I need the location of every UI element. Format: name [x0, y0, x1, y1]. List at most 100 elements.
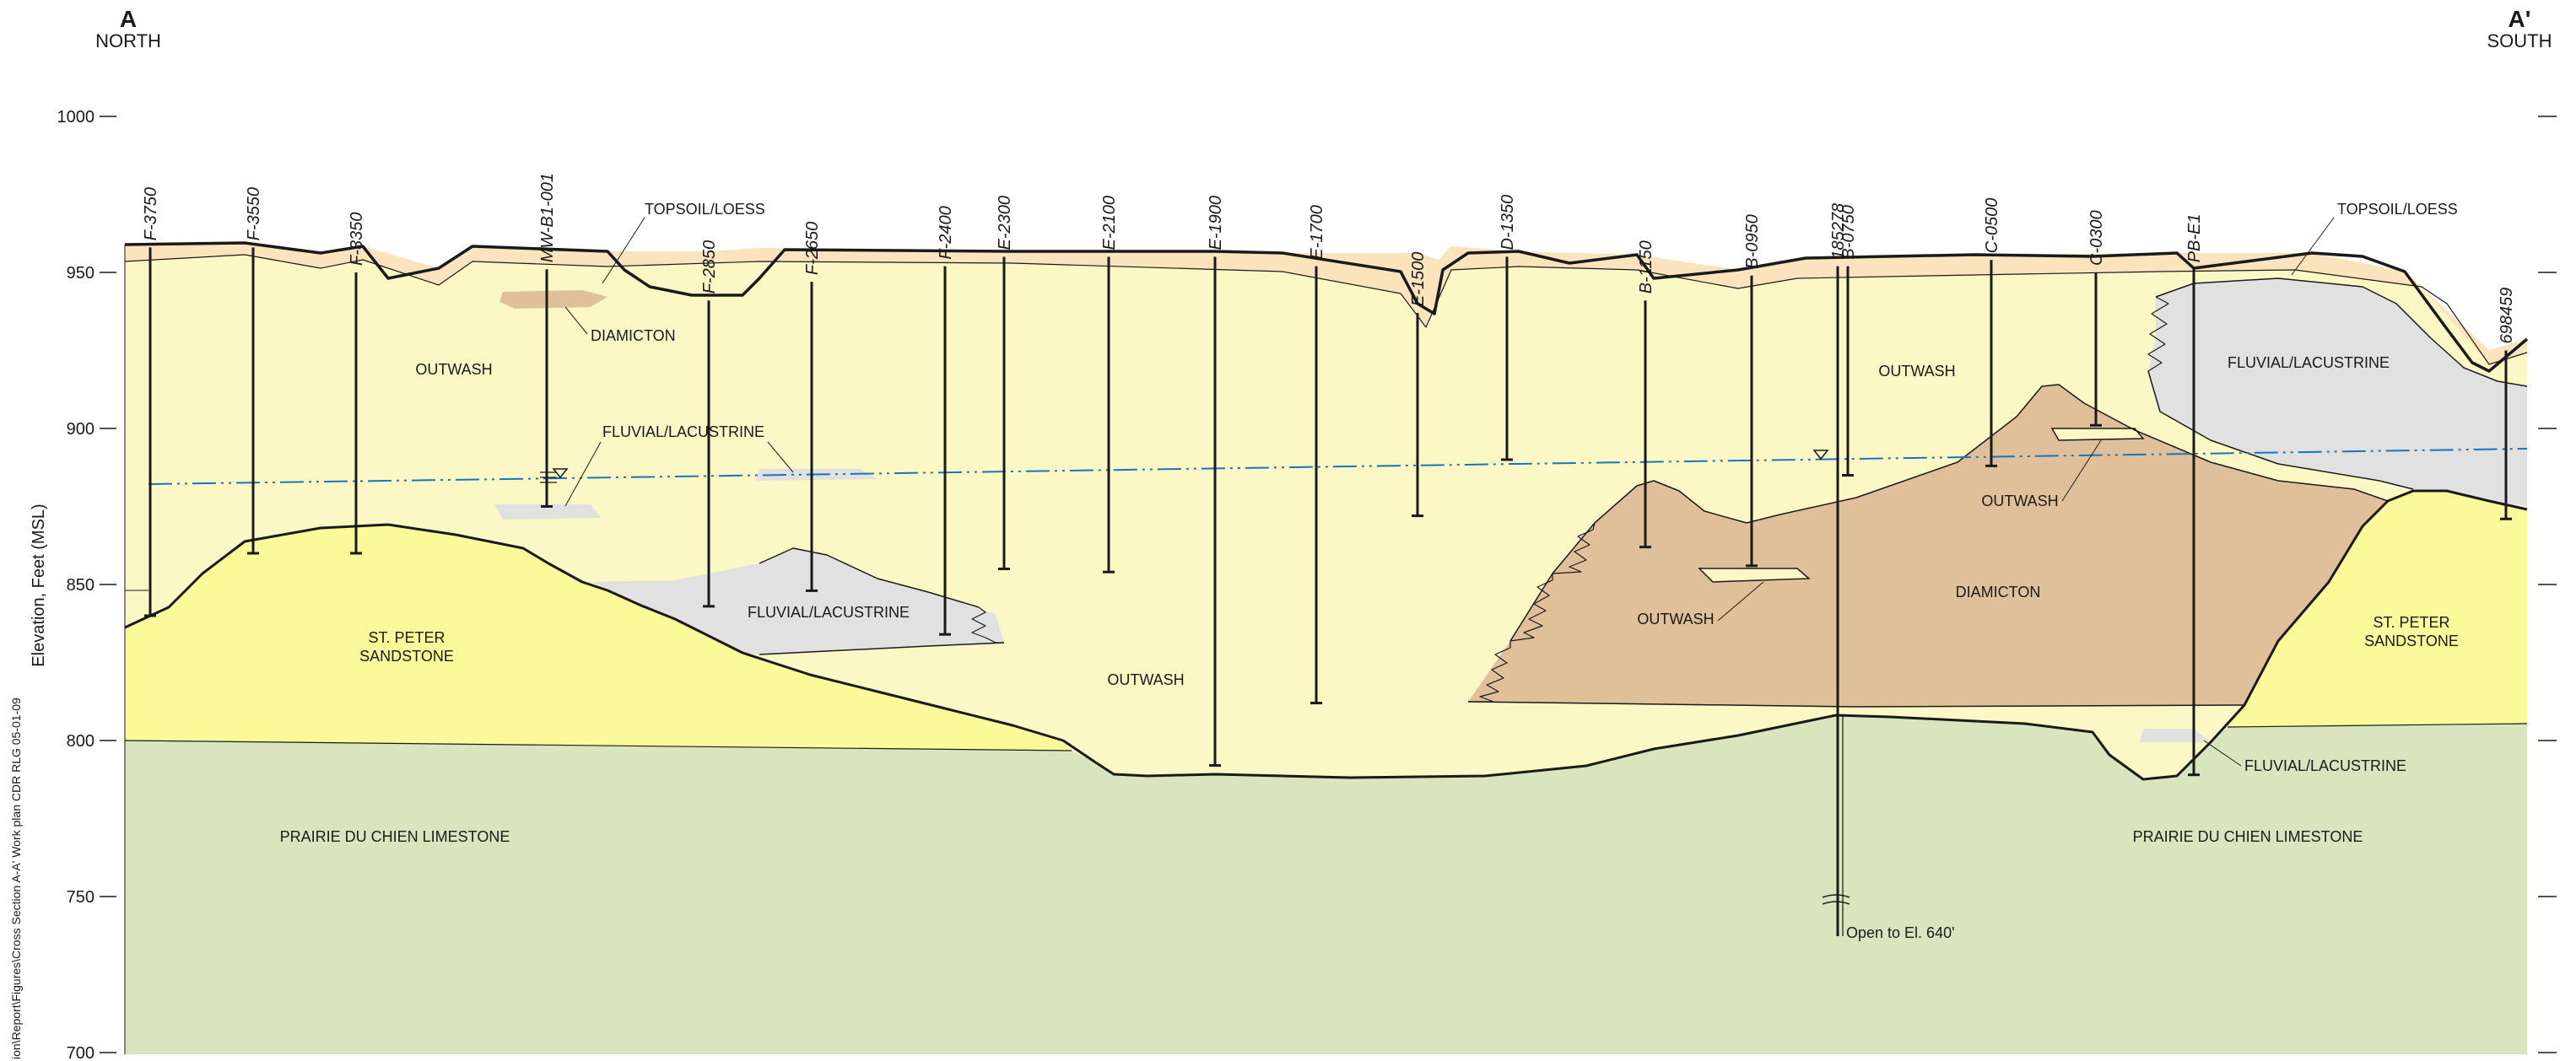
leader-topsoil-right — [2291, 217, 2335, 276]
unit-diamicton-small — [500, 290, 608, 309]
ticks-layer: 1000 950 900 850 800 750 700 — [57, 108, 2557, 1061]
elev-tick-label: 850 — [67, 576, 95, 595]
fluvial-serrated-edge — [971, 606, 1004, 644]
sandstone-left-top — [124, 489, 2528, 781]
label-fluvial-2: FLUVIAL/LACUSTRINE — [748, 604, 910, 621]
end-direction-left: NORTH — [95, 30, 161, 51]
well-label: B-0750 — [1839, 205, 1858, 260]
well-f-3750: F-3750 — [142, 187, 160, 617]
limestone-top — [124, 740, 1072, 751]
water-level-symbol-a — [552, 468, 569, 479]
unit-sandstone-right — [2228, 491, 2527, 727]
well-e-2300: E-2300 — [996, 196, 1014, 570]
end-direction-right: SOUTH — [2487, 30, 2552, 51]
label-st-peter-left: ST. PETER SANDSTONE — [359, 629, 454, 665]
elev-tick-label: 700 — [67, 1044, 95, 1061]
well-label: B-1150 — [1637, 240, 1655, 294]
unit-limestone — [125, 715, 2527, 1054]
y-axis-label: Elevation, Feet (MSL) — [30, 504, 48, 666]
label-line: SANDSTONE — [359, 648, 454, 665]
leader-fluvial-4 — [2203, 740, 2242, 767]
well-b-1150: B-1150 — [1637, 240, 1655, 549]
diamicton-serrated-edge-upper — [1509, 574, 1553, 642]
well-label: F-3350 — [348, 213, 366, 266]
well-mw-b1-001: MW-B1-001 — [538, 173, 557, 508]
well-label: F-2850 — [700, 240, 719, 294]
elev-tick-label: 1000 — [57, 108, 95, 127]
leader-topsoil-left — [602, 217, 645, 284]
water-level-dashes — [540, 471, 557, 483]
leader-fluvial-1b — [767, 441, 794, 473]
well-e-1500: E-1500 — [1409, 252, 1428, 518]
well-label: B-0950 — [1743, 214, 1762, 269]
well-label: E-1700 — [1308, 205, 1326, 260]
fluvial-upper-right-contact — [2155, 277, 2528, 387]
well-label: E-2100 — [1100, 196, 1119, 250]
well-label: 185278 — [1829, 203, 1848, 260]
leader-outwash-lens-right — [2061, 439, 2102, 502]
unit-outwash-lens-a — [1698, 568, 1811, 583]
leader-diamicton-small — [564, 306, 588, 335]
label-line: ST. PETER — [2373, 614, 2449, 631]
well-c-0500: C-0500 — [1983, 198, 2001, 467]
well-c-0300: C-0300 — [2087, 210, 2106, 427]
diamicton-base-contact — [1467, 701, 2245, 708]
break-symbol — [1822, 894, 1850, 905]
diamicton-serrated-edge-top — [1552, 522, 1596, 574]
label-outwash-center: OUTWASH — [1107, 671, 1184, 688]
label-outwash-left: OUTWASH — [415, 361, 492, 378]
well-label: E-2300 — [996, 196, 1014, 250]
well-label: E-1900 — [1207, 196, 1225, 250]
label-fluvial-4: FLUVIAL/LACUSTRINE — [2244, 757, 2406, 774]
label-topsoil-left: TOPSOIL/LOESS — [645, 201, 765, 218]
well-f-2400: F-2400 — [937, 206, 955, 636]
well-f-2850: F-2850 — [700, 240, 719, 608]
water-table — [148, 448, 2528, 485]
well-f-3550: F-3550 — [245, 187, 263, 555]
well-label: D-1350 — [1499, 195, 1517, 250]
elev-tick-label: 800 — [67, 732, 95, 751]
water-level-symbol-b — [1812, 450, 1829, 460]
label-diamicton-large: DIAMICTON — [1956, 584, 2041, 601]
well-label: F-2650 — [803, 222, 822, 275]
unit-diamicton-large — [1468, 385, 2388, 707]
label-open-note: Open to El. 640' — [1846, 924, 1955, 941]
label-line: SANDSTONE — [2364, 633, 2459, 649]
unit-fluvial-lens-a — [494, 504, 601, 520]
well-698459: 698459 — [2498, 288, 2516, 520]
well-b-0750: B-0750 — [1839, 205, 1858, 477]
well-label: E-1500 — [1409, 252, 1428, 307]
label-prairie-right: PRAIRIE DU CHIEN LIMESTONE — [2133, 828, 2363, 845]
well-185278: 185278 — [1829, 203, 1848, 936]
unit-topsoil — [125, 243, 2527, 364]
label-prairie-left: PRAIRIE DU CHIEN LIMESTONE — [280, 828, 510, 845]
fluvial-mid-base — [759, 642, 1005, 655]
elev-tick-label: 950 — [67, 264, 95, 283]
well-label: C-0500 — [1983, 198, 2001, 254]
well-label: F-2400 — [937, 206, 955, 259]
topsoil-base — [124, 254, 2528, 365]
fluvial-mid-contact — [759, 547, 980, 608]
label-st-peter-right: ST. PETER SANDSTONE — [2364, 614, 2459, 649]
elev-tick-label: 900 — [67, 420, 95, 439]
well-e-1700: E-1700 — [1308, 205, 1326, 705]
leader-outwash-lens-left — [1717, 581, 1764, 622]
diamicton-top-contact — [1509, 384, 2389, 642]
label-outwash-right-top: OUTWASH — [1878, 363, 1955, 380]
end-letter-left: A — [120, 6, 137, 32]
well-pb-e1: PB-E1 — [2185, 213, 2204, 777]
file-path-label: ion\Report\Figures\Cross Section A-A' Wo… — [9, 697, 23, 1059]
well-label: F-3550 — [245, 187, 263, 240]
fluvial-upper-right-base — [2147, 370, 2414, 490]
well-f-2650: F-2650 — [803, 222, 822, 592]
unit-sandstone-left — [125, 525, 1072, 751]
label-fluvial-3: FLUVIAL/LACUSTRINE — [2228, 354, 2390, 371]
end-letter-right: A' — [2508, 6, 2531, 32]
diamicton-serrated-edge — [1468, 641, 1511, 703]
elev-tick-label: 750 — [67, 888, 95, 907]
limestone-top-right — [2227, 723, 2528, 728]
unit-fluvial-upper-right — [2148, 278, 2527, 506]
label-line: ST. PETER — [368, 629, 445, 646]
